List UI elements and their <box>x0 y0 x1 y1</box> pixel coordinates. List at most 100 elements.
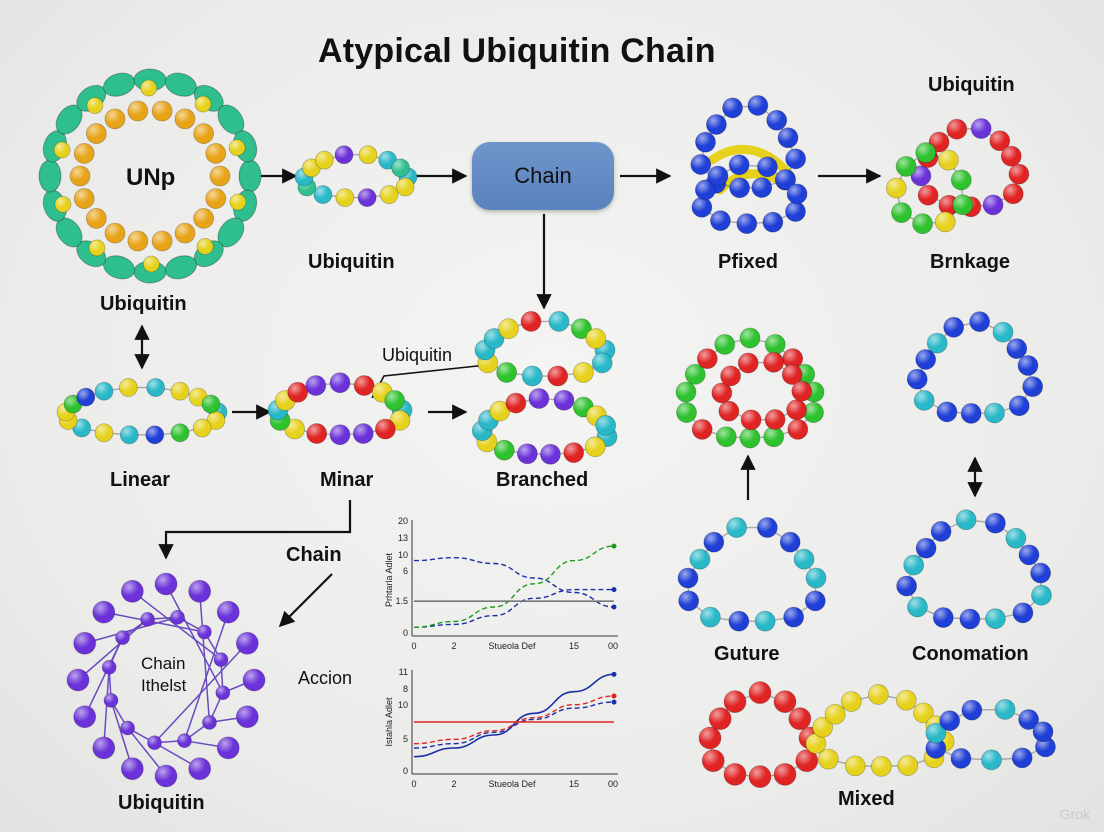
mixed-yellow-bead-shine <box>868 684 889 705</box>
guture-structure-bead-shine <box>678 590 699 611</box>
mixed-yellow-bead-shine <box>897 755 918 776</box>
brnkage-ring-green-bead-shine <box>935 211 956 232</box>
branched-top <box>474 311 616 387</box>
guture-structure-bead-shine <box>755 611 776 632</box>
minar-chain <box>267 372 413 446</box>
mixed-red-bead-shine <box>749 681 771 704</box>
label-ubiquitin-top-right: Ubiquitin <box>928 74 1015 96</box>
minar-chain-bead-shine <box>353 423 374 444</box>
gold-bead-shine <box>210 166 230 186</box>
chart-bottom-series-1 <box>413 695 615 745</box>
pfixed-ring-a-bead-shine <box>695 132 716 153</box>
mixed-blue-bead-shine <box>925 738 946 759</box>
tangle-red-bead-shine <box>765 409 786 430</box>
gold-bead-shine <box>105 223 125 244</box>
conomation-structure-bead-shine <box>1012 602 1033 623</box>
tangle-red-bead-shine <box>791 381 812 402</box>
ubiquitin-ring-top-bead-shine <box>313 185 332 204</box>
purple-bead-shine <box>243 669 265 691</box>
guture-structure-bead-shine <box>700 607 721 628</box>
pfixed-ring-b-bead-shine <box>736 213 757 234</box>
blue-cluster-top-bead-shine <box>1022 376 1043 397</box>
gold-bead-shine <box>74 143 95 164</box>
brnkage-ring-red-bead-shine <box>989 130 1010 151</box>
purple-spoke <box>183 611 229 741</box>
mixed-blue-bead-shine <box>1035 736 1056 757</box>
conomation-structure-bead-shine <box>1018 544 1039 565</box>
arrows <box>134 168 983 628</box>
purple-bead-shine <box>121 580 144 603</box>
branched-bottom-bead-shine <box>528 388 549 409</box>
minar-chain-bead-shine <box>330 372 350 393</box>
conomation-structure-bead-shine <box>933 607 954 628</box>
chart-top-series-2 <box>413 545 615 628</box>
chart-top-xtick-4: 00 <box>608 641 618 651</box>
conomation-structure-bead-shine <box>1030 563 1051 584</box>
guture-structure-bead-shine <box>783 607 804 628</box>
purple-network <box>66 572 266 788</box>
branched-bottom-bead-shine <box>595 415 616 436</box>
guture-structure-bead-shine <box>805 590 826 611</box>
purple-bead-shine <box>73 705 96 728</box>
chart-top-series-1-endpoint <box>611 587 617 593</box>
chart-bottom-xtick-3: 15 <box>569 779 579 789</box>
minar-chain-bead-shine <box>354 375 375 396</box>
brnkage-ring-red-bead-shine <box>1001 146 1022 167</box>
branched-bottom-bead-shine <box>489 401 510 422</box>
purple-bead-inner-shine <box>197 625 212 640</box>
chart-bottom-series-0-endpoint <box>611 671 617 677</box>
minar-chain-bead-shine <box>287 382 308 403</box>
minar-chain-bead-shine <box>284 419 305 440</box>
chart-bottom-ylabel: Istahla Adlet <box>384 697 394 747</box>
branched-bottom-bead-shine <box>505 393 526 414</box>
gold-bead-shine <box>127 101 148 122</box>
purple-spoke <box>153 642 248 744</box>
brnkage-ring-green-backbone <box>895 151 964 225</box>
yellow-bead-shine <box>195 96 212 113</box>
label-conomation: Conomation <box>912 643 1029 665</box>
guture-structure-bead-shine <box>678 568 698 588</box>
chart-top-ytick-0: 20 <box>398 516 408 526</box>
conomation-structure-backbone <box>905 519 1043 620</box>
teal-helix <box>238 159 262 193</box>
pfixed-ring-b-bead-shine <box>695 179 716 200</box>
ubiquitin-ring-top <box>294 145 418 208</box>
yellow-bead-shine <box>54 141 71 158</box>
purple-bead-inner-shine <box>213 652 228 667</box>
mixed-blue-bead-shine <box>1012 747 1033 768</box>
ubiquitin-ring-top-bead-shine <box>396 178 415 197</box>
chart-top-ytick-1: 13 <box>398 533 408 543</box>
tangle-green-bead-shine <box>787 419 808 440</box>
chart-bottom-series-1-endpoint <box>611 693 617 699</box>
pfixed-ring-a-bead-shine <box>785 148 806 169</box>
tangle-green-bead-shine <box>803 402 824 423</box>
label-branched: Branched <box>496 469 589 491</box>
gold-bead-shine <box>86 123 107 144</box>
ubiquitin-ring-top-bead-shine <box>335 188 354 207</box>
purple-bead-inner-shine <box>215 685 230 700</box>
conomation-structure-bead-shine <box>907 596 928 617</box>
blue-cluster-top-bead-shine <box>993 322 1014 343</box>
blue-cluster-top-bead-shine <box>915 349 936 370</box>
linear-chain-bead-shine <box>193 418 212 437</box>
pfixed-ring-a-bead-shine <box>729 177 750 198</box>
purple-bead-shine <box>217 601 240 624</box>
pfixed-ring-a-bead-shine <box>751 177 772 198</box>
brnkage-ring-green-bead-shine <box>951 169 972 190</box>
mixed-yellow-bead-shine <box>818 749 839 770</box>
pfixed-ring-a-bead-shine <box>778 127 799 148</box>
conomation-structure-bead-shine <box>903 555 924 576</box>
mixed-blue-bead-shine <box>981 749 1002 770</box>
brnkage-ring-green-bead-shine <box>891 202 912 223</box>
linear-chain-bead-shine <box>119 378 138 397</box>
teal-helix <box>38 159 62 193</box>
linear-chain-bead-shine <box>76 388 95 407</box>
chart-bottom-ytick-0: 11 <box>399 667 408 677</box>
ubiquitin-ring-top-bead-shine <box>391 158 410 177</box>
linear-chain-bead-shine <box>201 395 220 414</box>
blue-cluster-top-bead-shine <box>914 390 935 411</box>
chart-bottom-series <box>413 671 617 758</box>
minar-chain-bead-shine <box>330 424 350 445</box>
purple-bead-inner-shine <box>202 715 217 730</box>
unp-complex <box>38 68 262 284</box>
